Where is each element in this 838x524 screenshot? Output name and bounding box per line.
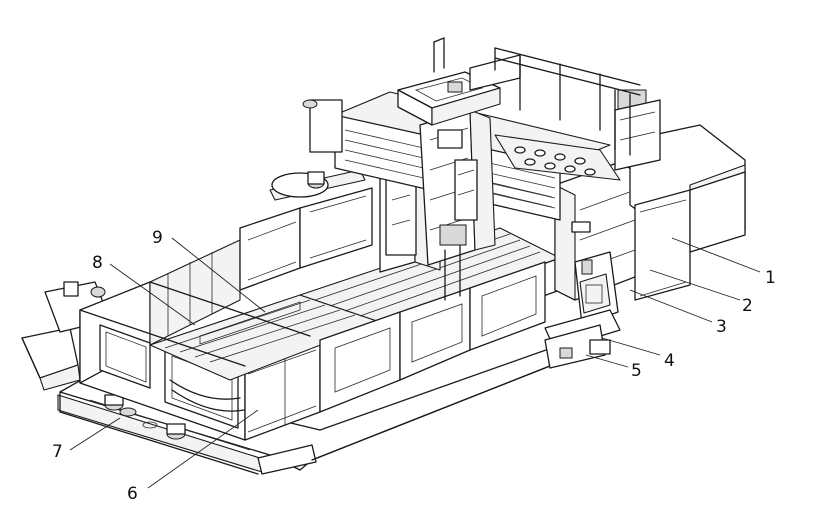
callout-5: 5 [631, 361, 642, 381]
callout-7: 7 [52, 442, 63, 462]
saddle-housing [397, 37, 521, 126]
callout-labels: 1 2 3 4 5 6 7 8 9 [52, 228, 776, 504]
table-guard [79, 239, 381, 441]
callout-6: 6 [127, 484, 138, 504]
leveling-pads [104, 394, 186, 440]
callout-2: 2 [742, 296, 753, 316]
worktable [299, 227, 561, 413]
callout-4: 4 [664, 351, 675, 371]
callout-8: 8 [92, 253, 103, 273]
tool-magazine [494, 134, 621, 181]
safety-railing [494, 47, 641, 156]
callout-3: 3 [716, 317, 727, 337]
callout-1: 1 [765, 268, 776, 288]
callout-9: 9 [152, 228, 163, 248]
control-panel [544, 251, 621, 369]
rear-splash-guard [239, 169, 373, 291]
leader-lines [69, 237, 761, 489]
spindle-ram [419, 109, 496, 301]
electrical-cabinet [614, 89, 746, 301]
